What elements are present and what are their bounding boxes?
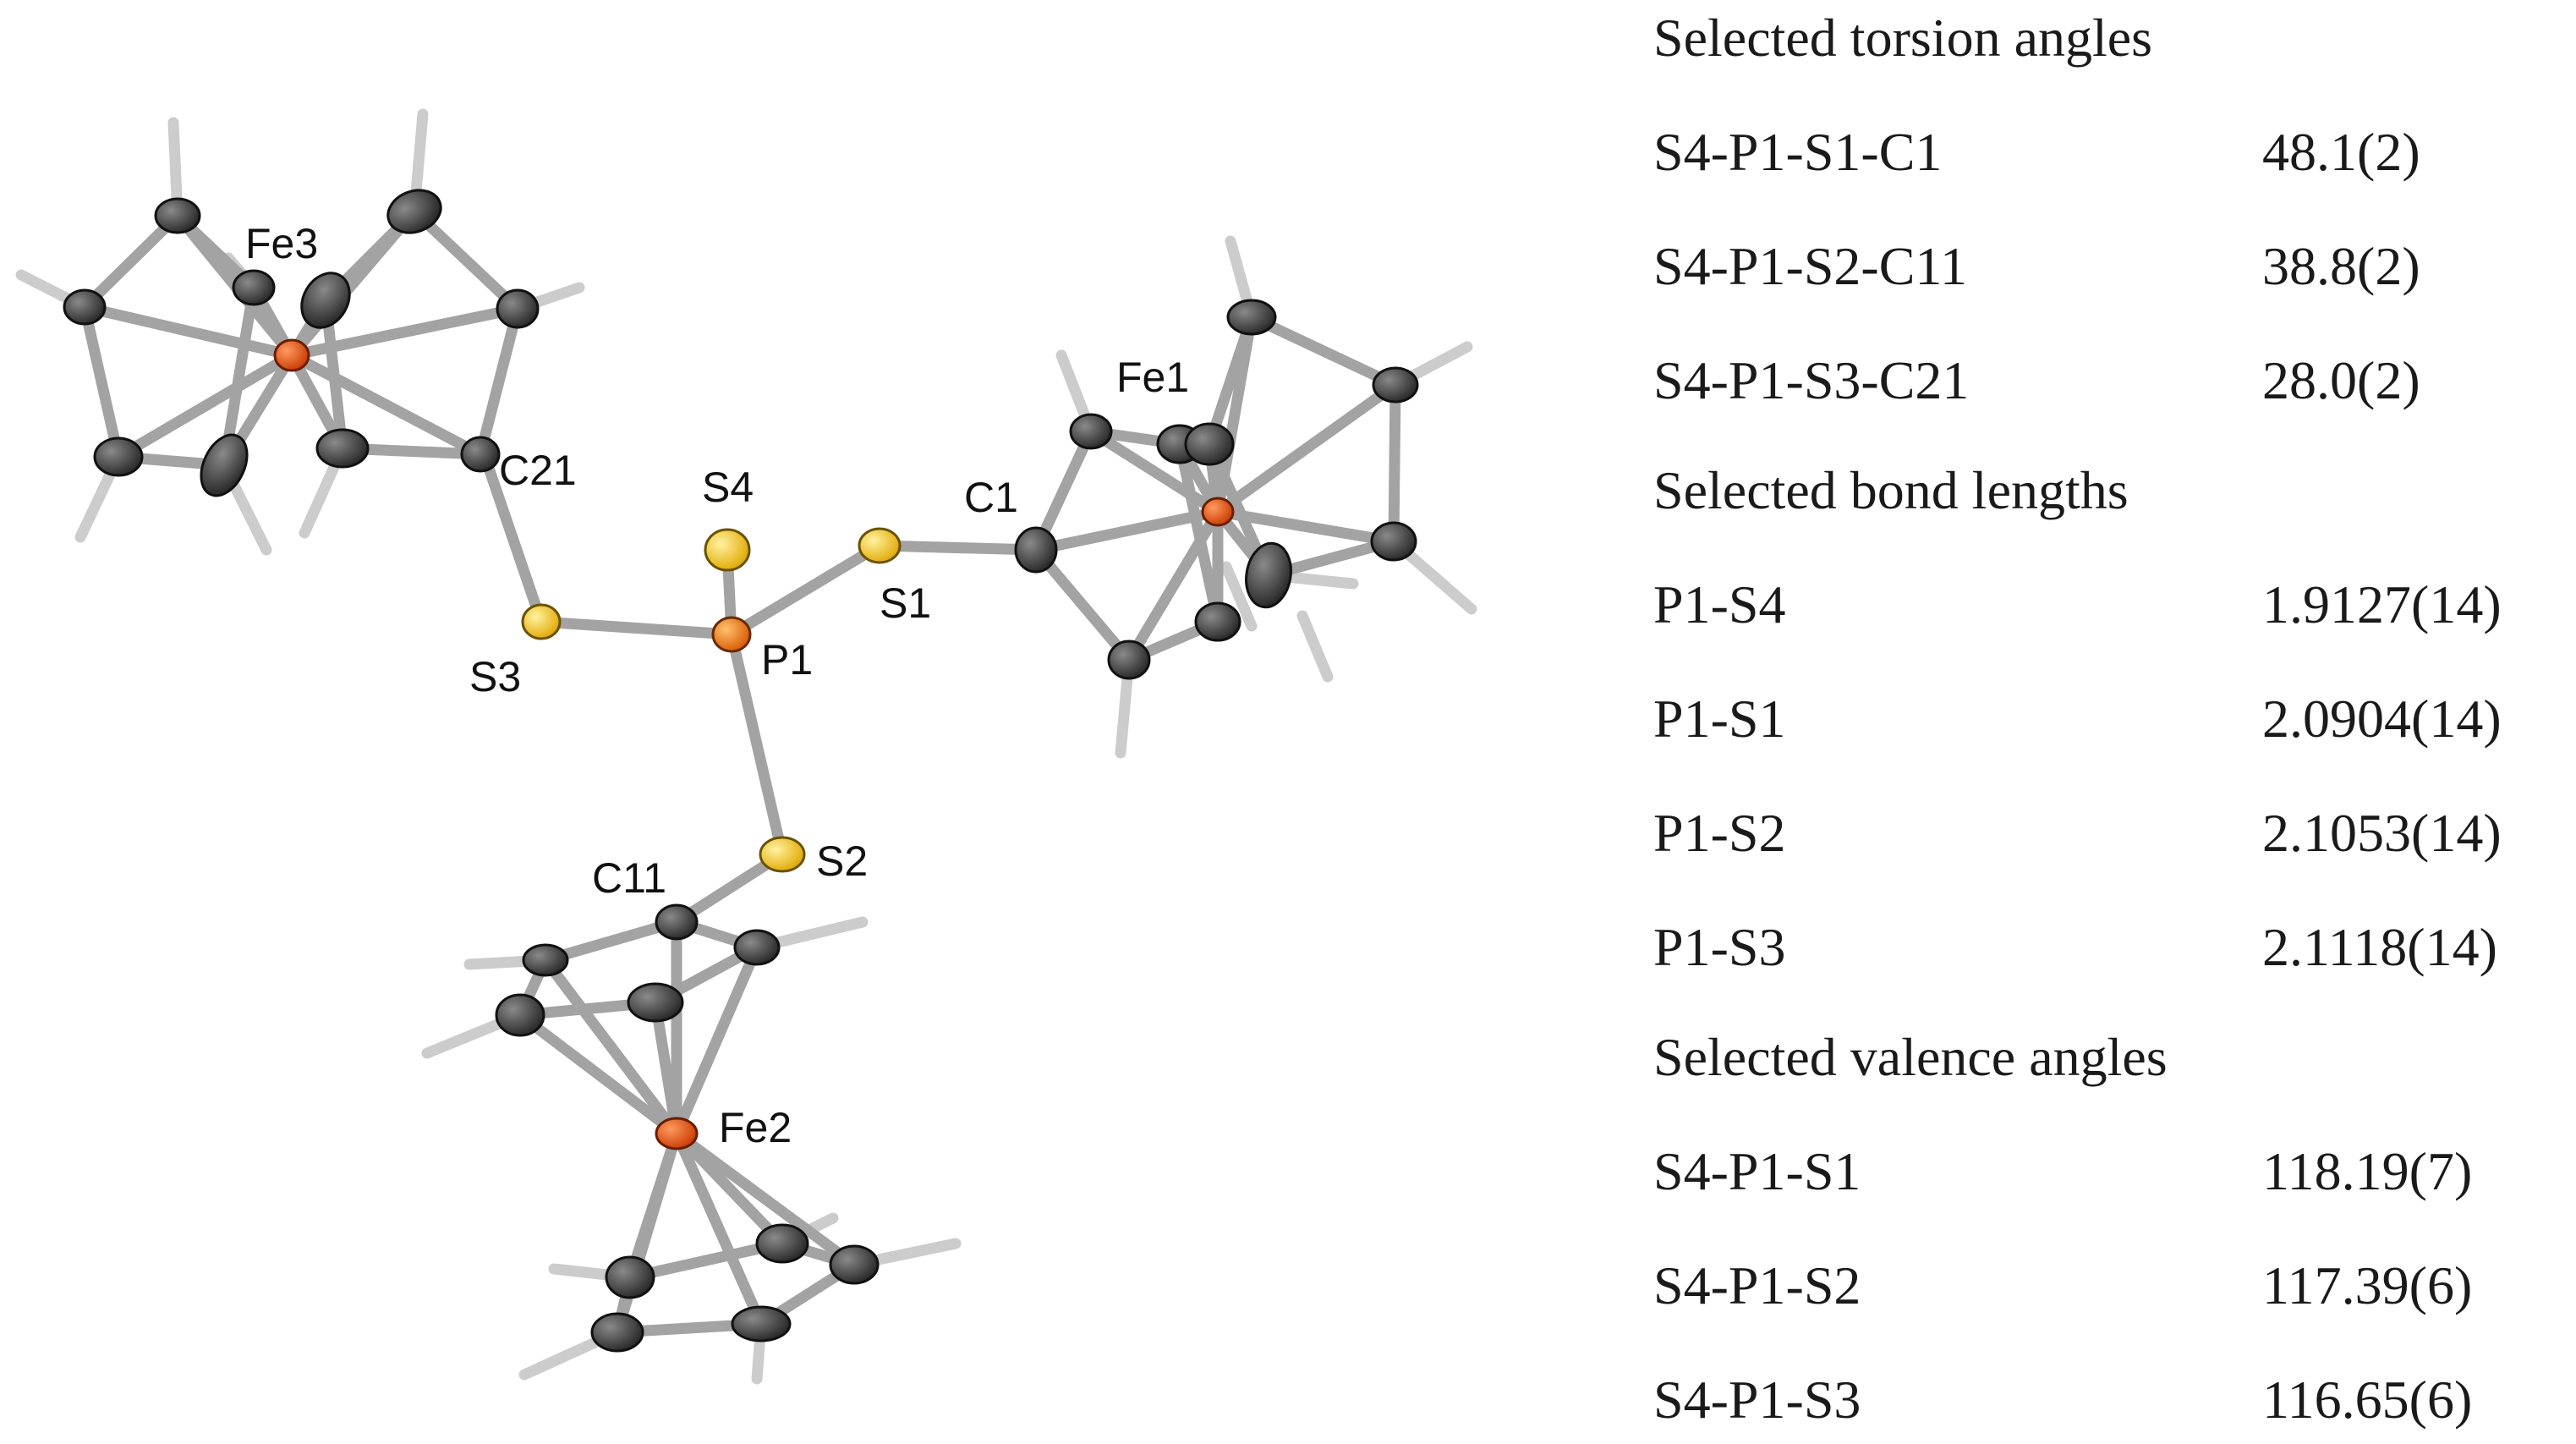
label-c11: C11 xyxy=(592,854,666,902)
row-parameter: S4-P1-S1 xyxy=(1653,1141,1861,1201)
row-parameter: P1-S1 xyxy=(1653,689,1786,749)
atom-labels: Fe3 C21 S4 S3 P1 S1 C1 Fe1 S2 C11 Fe2 xyxy=(245,220,1189,1151)
carbon-atom xyxy=(232,269,276,306)
sulfur-atom-s2 xyxy=(759,836,806,873)
carbon-atom-c21 xyxy=(460,436,501,473)
carbon-atom xyxy=(522,943,569,977)
sulfur-phosphorus-atoms xyxy=(521,527,902,873)
carbon-atom xyxy=(386,189,442,234)
label-s4: S4 xyxy=(702,464,754,511)
carbon-atom xyxy=(731,1305,792,1342)
iron-atom-fe3 xyxy=(273,338,310,372)
bond-p1-s2 xyxy=(726,629,788,860)
table-row: P1-S1 2.0904(14) xyxy=(1653,681,2576,757)
ferrocenyl-2-fragment xyxy=(421,916,962,1385)
section-heading-torsion-angles: Selected torsion angles xyxy=(1653,8,2153,68)
label-s1: S1 xyxy=(880,579,931,627)
section-heading-valence-angles: Selected valence angles xyxy=(1653,1027,2168,1087)
table-row: S4-P1-S2-C11 38.8(2) xyxy=(1653,228,2576,305)
carbon-atom xyxy=(154,197,201,234)
row-value: 116.65(6) xyxy=(2262,1370,2473,1430)
row-parameter: P1-S4 xyxy=(1653,574,1786,634)
molecular-structure-diagram: Fe3 C21 S4 S3 P1 S1 C1 Fe1 S2 C11 Fe2 xyxy=(15,108,1477,1385)
carbon-atom xyxy=(300,272,351,329)
carbon-atom xyxy=(93,436,144,477)
label-s2: S2 xyxy=(816,837,868,885)
label-fe2: Fe2 xyxy=(719,1104,792,1151)
label-c21: C21 xyxy=(499,447,577,494)
carbon-atom xyxy=(1372,366,1419,404)
section-heading-bond-lengths: Selected bond lengths xyxy=(1653,460,2129,520)
row-value: 2.1053(14) xyxy=(2262,803,2502,863)
selected-geometry-table: Selected torsion angles S4-P1-S1-C1 48.1… xyxy=(1653,0,2576,1444)
table-row: S4-P1-S1-C1 48.1(2) xyxy=(1653,114,2576,190)
row-value: 118.19(7) xyxy=(2262,1141,2473,1201)
row-parameter: P1-S2 xyxy=(1653,803,1786,863)
table-row: P1-S4 1.9127(14) xyxy=(1653,567,2576,643)
row-value: 48.1(2) xyxy=(2262,122,2420,182)
carbon-atom xyxy=(495,993,545,1037)
table-row: S4-P1-S3 116.65(6) xyxy=(1653,1362,2576,1438)
carbon-atom xyxy=(755,1223,809,1264)
carbon-atom xyxy=(1370,521,1417,562)
row-parameter: S4-P1-S2 xyxy=(1653,1255,1861,1315)
label-p1: P1 xyxy=(761,636,813,684)
row-value: 2.1118(14) xyxy=(2262,917,2497,977)
label-fe1: Fe1 xyxy=(1116,354,1189,401)
table-row: S4-P1-S3-C21 28.0(2) xyxy=(1653,343,2576,419)
sulfur-atom-s4 xyxy=(704,528,751,572)
fe2-ring-bonds xyxy=(514,916,860,1338)
row-parameter: S4-P1-S2-C11 xyxy=(1653,236,1968,296)
carbon-atom xyxy=(733,929,781,966)
carbon-atom xyxy=(1194,601,1241,642)
carbon-atom-c1 xyxy=(1014,526,1058,574)
label-s3: S3 xyxy=(469,653,521,700)
carbon-atom xyxy=(315,428,370,469)
central-core-bonds xyxy=(476,442,1042,928)
sulfur-atom-s1 xyxy=(858,527,902,564)
row-value: 117.39(6) xyxy=(2262,1255,2473,1315)
row-parameter: S4-P1-S1-C1 xyxy=(1653,122,1943,182)
carbon-atom xyxy=(590,1312,644,1353)
carbon-atom xyxy=(1069,413,1113,450)
table-row: P1-S2 2.1053(14) xyxy=(1653,795,2576,871)
row-value: 1.9127(14) xyxy=(2262,574,2502,634)
bond-p1-s1 xyxy=(726,540,885,640)
row-value: 2.0904(14) xyxy=(2262,689,2502,749)
carbon-atom xyxy=(63,288,107,326)
row-parameter: S4-P1-S3-C21 xyxy=(1653,350,1970,410)
bond-s1-c1 xyxy=(874,540,1042,556)
iron-atom-fe1 xyxy=(1201,497,1235,527)
row-value: 28.0(2) xyxy=(2262,350,2420,410)
carbon-atom xyxy=(200,433,249,497)
table-row: S4-P1-S1 118.19(7) xyxy=(1653,1134,2576,1210)
carbon-atom xyxy=(605,1255,655,1299)
row-parameter: S4-P1-S3 xyxy=(1653,1370,1861,1430)
table-row: P1-S3 2.1118(14) xyxy=(1653,909,2576,986)
carbon-atom xyxy=(496,288,540,329)
iron-atoms xyxy=(273,338,1235,1150)
carbon-atom xyxy=(1184,422,1235,466)
carbon-atom xyxy=(1245,541,1292,609)
table-row: S4-P1-S2 117.39(6) xyxy=(1653,1248,2576,1324)
label-c1: C1 xyxy=(964,474,1018,521)
iron-atom-fe2 xyxy=(655,1117,699,1150)
carbon-atom xyxy=(829,1244,880,1285)
row-parameter: P1-S3 xyxy=(1653,917,1786,977)
carbon-atom xyxy=(1107,640,1151,680)
carbon-atom-c11 xyxy=(655,903,699,941)
row-value: 38.8(2) xyxy=(2262,236,2420,296)
carbon-atom xyxy=(1226,299,1277,336)
sulfur-atom-s3 xyxy=(521,603,562,640)
carbon-atoms xyxy=(63,189,1419,1353)
bond-s3-p1 xyxy=(535,616,737,640)
carbon-atom xyxy=(627,982,684,1023)
phosphorus-atom-p1 xyxy=(711,616,752,653)
label-fe3: Fe3 xyxy=(245,220,318,267)
bond-c21-s3 xyxy=(476,442,547,628)
